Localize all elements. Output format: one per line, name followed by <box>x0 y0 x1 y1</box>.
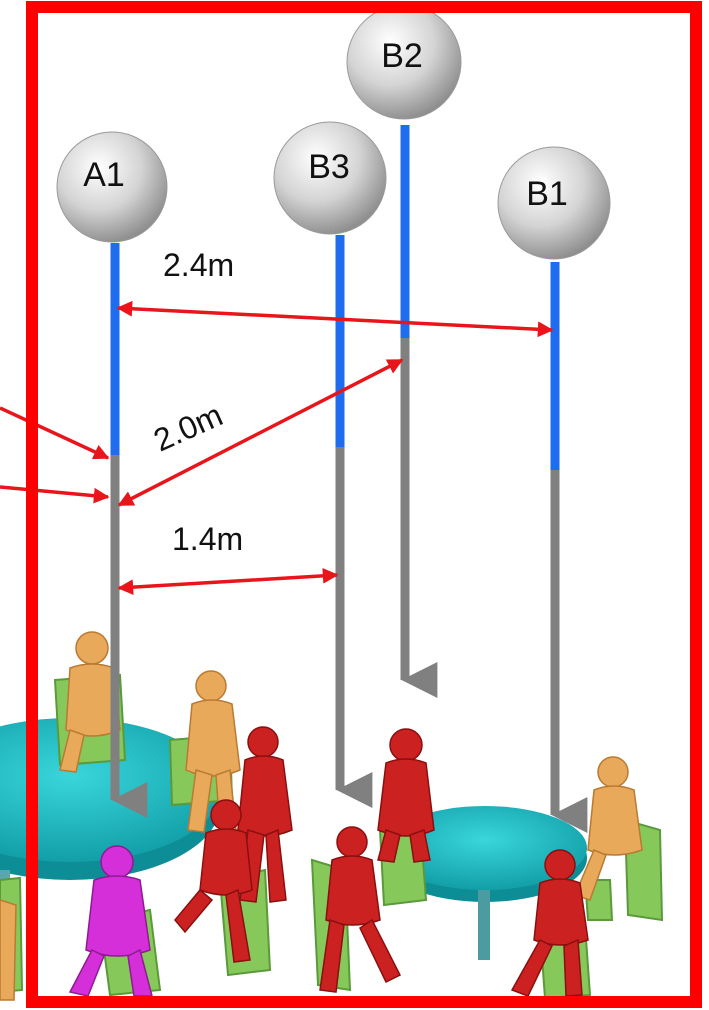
distance-label-2-0m: 2.0m <box>148 397 228 459</box>
sphere-b2: B2 <box>346 4 462 120</box>
source-stems <box>110 125 588 833</box>
target-figure <box>68 845 153 997</box>
label-a1: A1 <box>83 156 125 194</box>
dimension-arrows <box>0 300 554 596</box>
dimension-arrow-a1-b1 <box>116 300 554 338</box>
room-scene <box>0 631 664 1001</box>
label-b2: B2 <box>381 37 423 75</box>
highlighted-figures <box>174 726 589 997</box>
sphere-a1: A1 <box>56 131 168 243</box>
dimension-arrow-a1-b2 <box>117 358 404 507</box>
sphere-b3: B3 <box>273 121 387 235</box>
source-spheres: A1 B2 B3 B1 <box>56 4 611 260</box>
label-b1: B1 <box>526 175 568 213</box>
table-left <box>0 718 220 960</box>
distance-label-1-4m: 1.4m <box>172 521 243 557</box>
sphere-b1: B1 <box>497 146 611 260</box>
label-b3: B3 <box>308 148 350 186</box>
highlight-frame <box>26 1 702 1008</box>
pointer-line-upper <box>0 406 110 460</box>
seated-figures <box>0 631 643 1001</box>
dimension-arrow-a1-b3 <box>117 567 339 596</box>
dimension-labels: 2.4m 2.0m 1.4m <box>148 247 243 557</box>
distance-label-2-4m: 2.4m <box>163 247 234 283</box>
pointer-line-lower <box>0 485 110 504</box>
